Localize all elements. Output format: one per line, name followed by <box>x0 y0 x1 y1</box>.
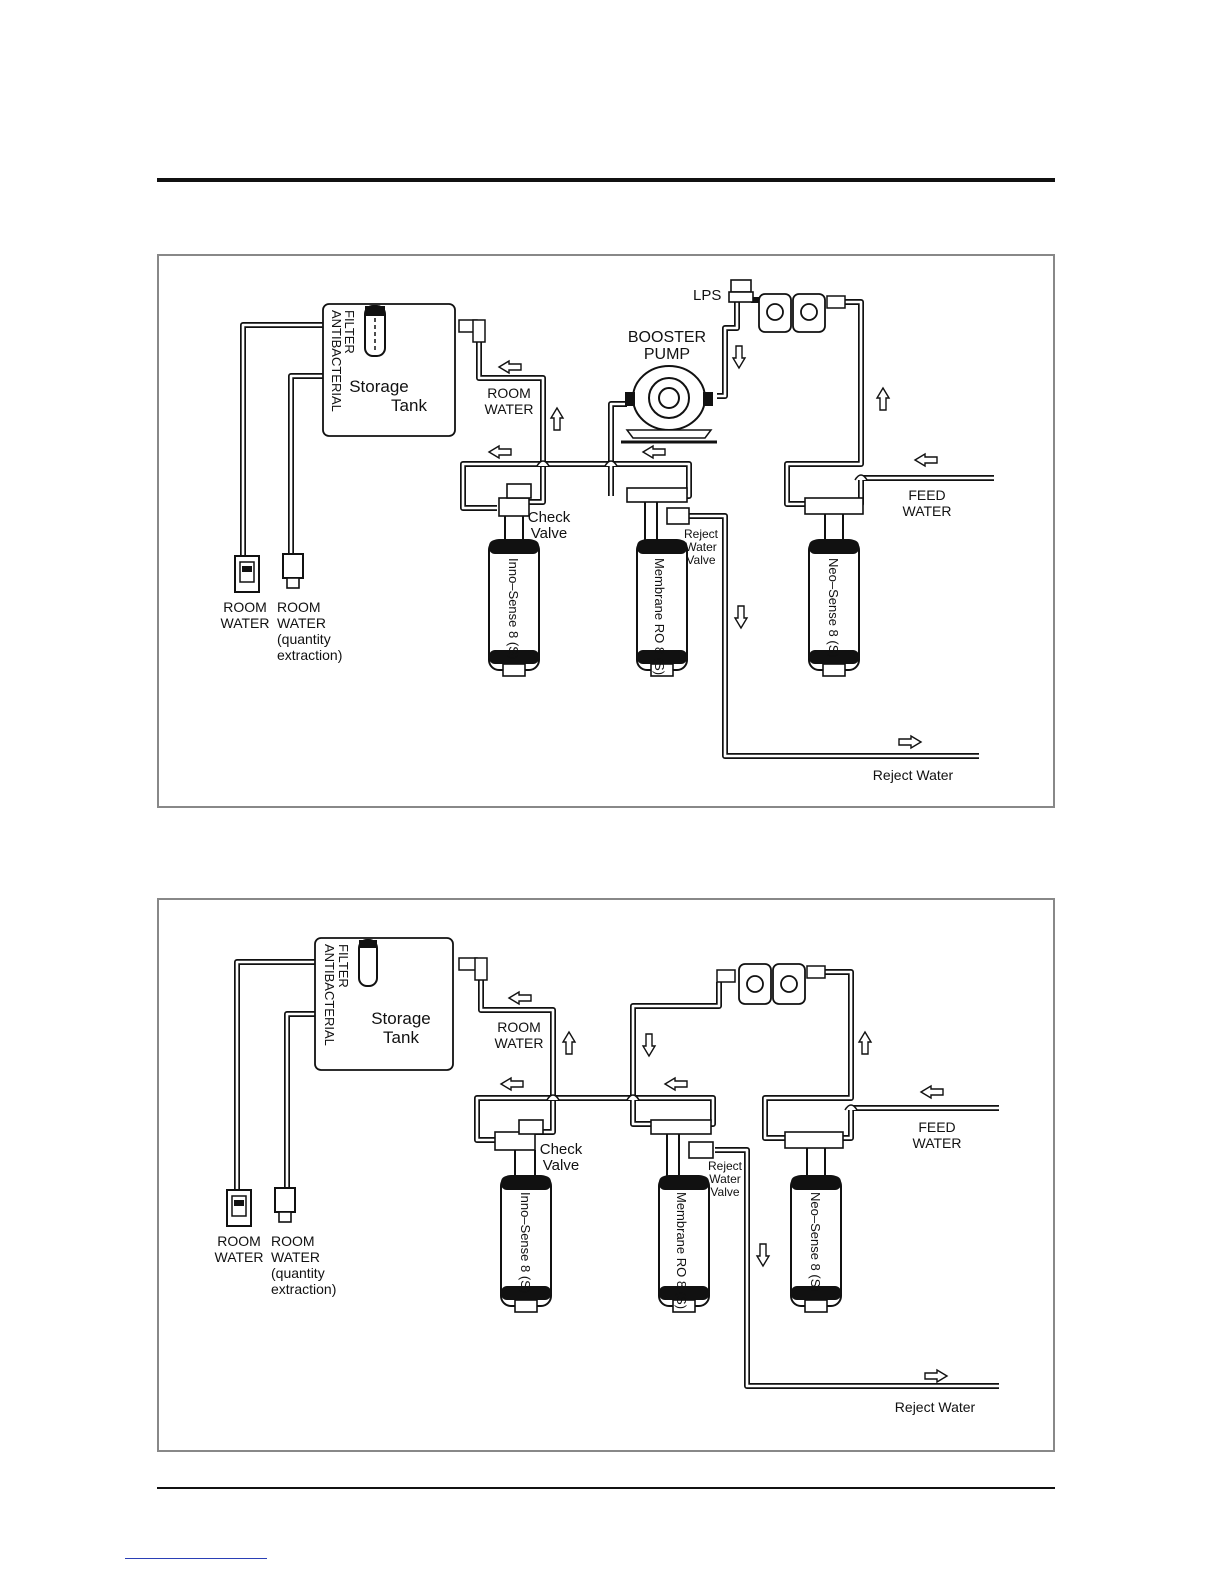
room-water-faucet <box>226 1189 252 1227</box>
reject-water-valve <box>666 507 690 525</box>
room-water-b-label-3: (quantity <box>271 1265 325 1281</box>
storage-tank <box>314 937 454 1071</box>
inno-sense-label: Inno–Sense 8 (S) <box>518 1192 533 1293</box>
room-water-a-label-1: ROOM <box>223 599 267 615</box>
pipe-room-water-quantity <box>284 1011 317 1188</box>
plumbing-diagram-1: ANTIBACTERIAL FILTER Storage Tank BOOSTE… <box>221 279 994 783</box>
filter-neo-sense: Neo–Sense 8 (S) <box>804 497 864 677</box>
pipe-room-water-quantity <box>288 373 324 554</box>
booster-pump <box>621 365 717 444</box>
footer-rule <box>157 1487 1055 1489</box>
solenoid-valves <box>716 963 826 1005</box>
room-water-b-label-2: WATER <box>271 1249 320 1265</box>
room-water-b-label-3: (quantity <box>277 631 331 647</box>
pipe-room-water-dispense <box>240 322 324 556</box>
reject-valve-label-2: Water <box>709 1172 741 1186</box>
pipe-feed-water <box>835 1105 999 1141</box>
filter-membrane-ro: Membrane RO 8 (S) <box>626 487 690 677</box>
room-water-quantity-connector <box>274 1187 296 1223</box>
inno-sense-label: Inno–Sense 8 (S) <box>506 558 521 659</box>
pipe-reject-water <box>715 1147 999 1389</box>
neo-sense-label: Neo–Sense 8 (S) <box>808 1192 823 1292</box>
low-pressure-switch <box>728 279 754 303</box>
pipes <box>234 959 999 1389</box>
room-water-top-label-2: WATER <box>495 1035 544 1051</box>
room-water-a-label-1: ROOM <box>217 1233 261 1249</box>
plumbing-diagram-2: ANTIBACTERIAL FILTER Storage Tank Inno–S… <box>215 937 999 1415</box>
room-water-b-label-4: extraction) <box>271 1281 336 1297</box>
tank-label: Tank <box>383 1028 419 1047</box>
feed-water-label-2: WATER <box>903 503 952 519</box>
storage-label: Storage <box>349 377 409 396</box>
check-valve-label-1: Check <box>540 1141 583 1158</box>
room-water-b-label-4: extraction) <box>277 647 342 663</box>
membrane-ro-label: Membrane RO 8 (S) <box>674 1192 689 1309</box>
room-water-faucet <box>234 555 260 593</box>
reject-water-label: Reject Water <box>895 1399 976 1415</box>
check-valve <box>518 1119 544 1135</box>
filter-label: FILTER <box>342 310 357 354</box>
diagram-without-booster-pump: ANTIBACTERIAL FILTER Storage Tank Inno–S… <box>157 898 1055 1452</box>
pipe-room-water-dispense <box>234 959 317 1190</box>
room-water-top-label-2: WATER <box>485 401 534 417</box>
booster-label: BOOSTER <box>628 329 706 346</box>
pipe-membrane-to-solenoid <box>630 982 722 1127</box>
reject-water-valve <box>688 1141 714 1159</box>
feed-water-label-1: FEED <box>918 1119 955 1135</box>
storage-label: Storage <box>371 1009 431 1028</box>
check-valve-label-1: Check <box>528 509 571 526</box>
storage-tank <box>322 303 456 437</box>
solenoid-valves <box>758 293 846 333</box>
filter-label: FILTER <box>336 944 351 988</box>
pipes <box>240 297 994 759</box>
check-valve-label-2: Valve <box>543 1157 579 1174</box>
filter-inno-sense: Inno–Sense 8 (S) <box>494 1119 552 1313</box>
room-water-b-label-1: ROOM <box>271 1233 315 1249</box>
lps-label: LPS <box>693 287 721 304</box>
check-valve <box>506 483 532 499</box>
pipe-membrane-to-pump <box>608 401 627 464</box>
filter-inno-sense: Inno–Sense 8 (S) <box>488 483 540 677</box>
check-valve-label-2: Valve <box>531 525 567 542</box>
room-water-b-label-2: WATER <box>277 615 326 631</box>
pump-label: PUMP <box>644 346 690 363</box>
diagram-with-booster-pump: ANTIBACTERIAL FILTER Storage Tank BOOSTE… <box>157 254 1055 808</box>
reject-valve-label-2: Water <box>685 540 717 554</box>
tank-label: Tank <box>391 396 427 415</box>
room-water-quantity-connector <box>282 553 304 589</box>
room-water-a-label-2: WATER <box>215 1249 264 1265</box>
reject-valve-label-3: Valve <box>686 553 715 567</box>
room-water-top-label-1: ROOM <box>487 385 531 401</box>
reject-valve-label-1: Reject <box>708 1159 743 1173</box>
footer-link-underline[interactable] <box>125 1558 267 1559</box>
filter-membrane-ro: Membrane RO 8 (S) <box>650 1119 714 1313</box>
pipe-pump-to-lps <box>717 300 740 399</box>
flow-arrows <box>499 990 949 1384</box>
feed-water-label-2: WATER <box>913 1135 962 1151</box>
room-water-b-label-1: ROOM <box>277 599 321 615</box>
reject-valve-label-1: Reject <box>684 527 719 541</box>
membrane-ro-label: Membrane RO 8 (S) <box>652 558 667 675</box>
filter-neo-sense: Neo–Sense 8 (S) <box>784 1131 844 1313</box>
flow-arrows <box>487 345 938 750</box>
antibacterial-label: ANTIBACTERIAL <box>322 944 337 1046</box>
header-rule <box>157 178 1055 182</box>
reject-valve-label-3: Valve <box>710 1185 739 1199</box>
feed-water-label-1: FEED <box>908 487 945 503</box>
room-water-top-label-1: ROOM <box>497 1019 541 1035</box>
neo-sense-label: Neo–Sense 8 (S) <box>826 558 841 658</box>
room-water-a-label-2: WATER <box>221 615 270 631</box>
antibacterial-label: ANTIBACTERIAL <box>329 310 344 412</box>
reject-water-label: Reject Water <box>873 767 954 783</box>
